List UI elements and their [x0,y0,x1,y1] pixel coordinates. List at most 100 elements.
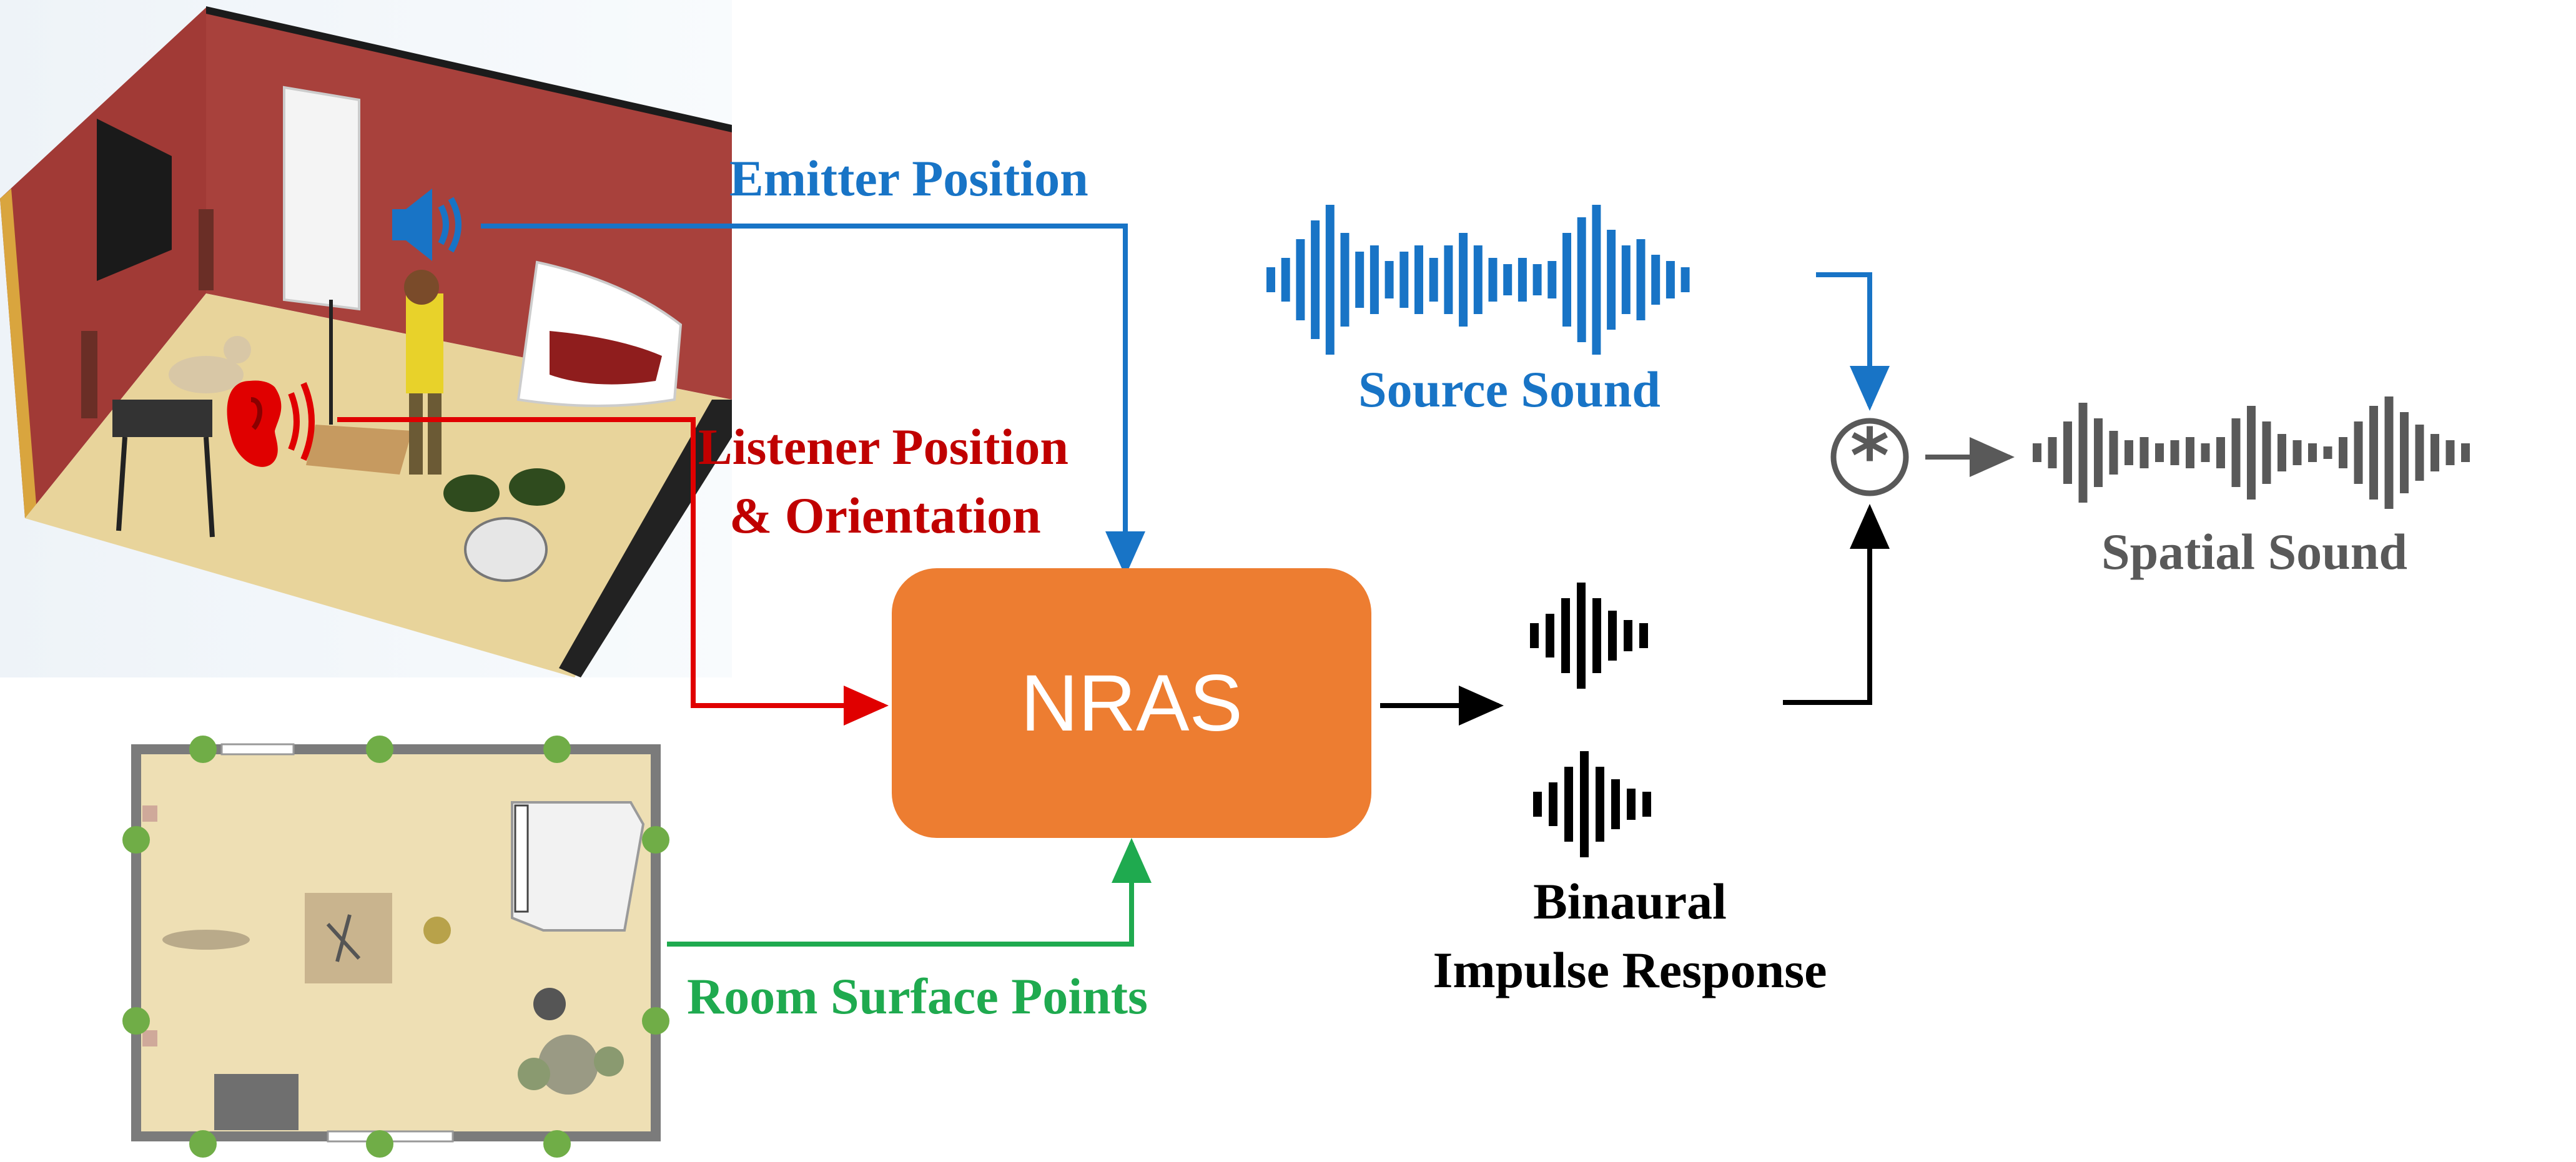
convolution-symbol: * [1850,413,1890,500]
source-sound-waveform-bar [1459,233,1468,327]
floor-plan-musician [423,917,451,944]
convolution-operator-icon: * [1830,413,1909,500]
source-sound-waveform-bar [1384,261,1394,298]
surface-point [122,826,150,854]
listener-arrow [337,417,889,726]
floor-plan-rug [305,893,392,983]
nras-label: NRAS [1020,658,1243,748]
mixing-console [112,400,212,437]
impulse-response-bar [1592,598,1601,673]
speaker-icon [392,189,461,261]
spatial-sound-waveform-bar [2201,443,2210,462]
binaural-label: Binaural [1533,873,1727,930]
source-sound-waveform-bar [1325,205,1335,355]
impulse-response-bar [1611,779,1620,829]
room-surface-points-label: Room Surface Points [687,968,1148,1025]
surface-points [122,736,669,1158]
source-sound-waveform-bar [1621,245,1631,314]
impulse-response-bar [1624,620,1632,651]
spatial-sound-waveform-bar [2445,440,2455,465]
spatial-sound-waveform-bar [2124,440,2133,465]
floor-plan-console [214,1074,299,1130]
impulse-response-label: Impulse Response [1433,942,1827,998]
source-sound-waveform-bar [1429,258,1438,302]
wall-tv [97,119,172,281]
spatial-sound-waveform-bar [2308,443,2317,462]
spatial-sound-waveform-bar [2400,412,2409,493]
spatial-sound-waveform-bar [2063,421,2072,484]
source-sound-waveform-bar [1340,233,1350,327]
spatial-sound-waveform-bar [2033,443,2041,462]
spatial-sound-waveform-bar [2339,437,2347,468]
source-sound-waveform-bar [1311,220,1320,339]
spatial-sound-waveform-bar [2384,396,2394,509]
source-sound-waveform-bar [1562,233,1571,327]
impulse-response-right-waveform [1533,751,1651,857]
spatial-sound-waveform-bar [2048,437,2057,468]
source-sound-waveform [1266,205,1690,355]
back-speaker-tower [199,209,214,290]
source-sound-waveform-bar [1577,217,1586,342]
source-to-convolution-arrow [1816,272,1890,411]
room-door [283,86,360,311]
room-3d-illustration [0,0,732,677]
source-sound-label: Source Sound [1358,361,1661,418]
impulse-response-bar [1561,598,1570,673]
spatial-sound-waveform-bar [2186,437,2194,468]
surface-point [543,736,571,763]
impulse-response-bar [1546,614,1554,657]
spatial-sound-waveform-bar [2155,443,2164,462]
drum-kit [443,475,500,512]
spatial-sound-waveform-bar [2231,418,2241,487]
surface-point [642,1007,669,1035]
source-sound-waveform-bar [1296,239,1305,320]
spatial-sound-waveform-bar [2109,431,2118,475]
spatial-sound-waveform-bar [2247,406,2256,500]
impulse-response-bar [1608,611,1617,661]
spatial-sound-waveform-bar [2415,425,2424,481]
room-right-wall-edge [559,400,732,677]
source-sound-waveform-bar [1355,252,1364,308]
left-speaker-tower [81,331,97,418]
impulse-response-bar [1533,792,1542,817]
impulse-response-bar [1577,583,1586,689]
floor-plan-dog [162,930,250,950]
spatial-sound-waveform-bar [2323,446,2332,459]
source-sound-waveform-bar [1369,245,1379,314]
surface-point [366,736,393,763]
listener-orientation-label: & Orientation [729,487,1041,544]
source-sound-waveform-bar [1488,258,1498,302]
spatial-sound-waveform-bar [2139,437,2149,468]
source-sound-waveform-bar [1266,267,1275,292]
impulse-response-bar [1530,623,1539,648]
spatial-sound-waveform-bar [2170,440,2179,465]
surface-point [189,736,217,763]
floor-plan-drum-kit [533,988,566,1020]
source-sound-waveform-bar [1680,267,1690,292]
room-rug [306,425,412,475]
surface-point [543,1130,571,1158]
floor-plan-window-top [220,743,295,756]
impulse-to-convolution-arrow [1783,504,1890,705]
source-sound-waveform-bar [1281,258,1290,302]
source-sound-waveform-bar [1651,255,1661,305]
impulse-response-bar [1642,792,1651,817]
room-floor-plan [122,736,669,1158]
surface-point [122,1007,150,1035]
source-sound-waveform-bar [1473,245,1483,314]
spatial-sound-waveform-bar [2262,421,2271,484]
spatial-sound-label: Spatial Sound [2101,523,2407,580]
source-sound-waveform-bar [1592,205,1601,355]
room-left-wall-edge [0,189,36,518]
surface-point [366,1130,393,1158]
impulse-response-bar [1627,789,1636,820]
impulse-response-left-waveform [1530,583,1648,689]
spatial-sound-waveform-bar [2369,406,2378,500]
source-sound-waveform-bar [1503,264,1513,295]
surface-point [189,1130,217,1158]
spatial-sound-waveform-bar [2461,443,2470,462]
impulse-response-bar [1564,767,1573,842]
ear-icon [227,380,315,467]
